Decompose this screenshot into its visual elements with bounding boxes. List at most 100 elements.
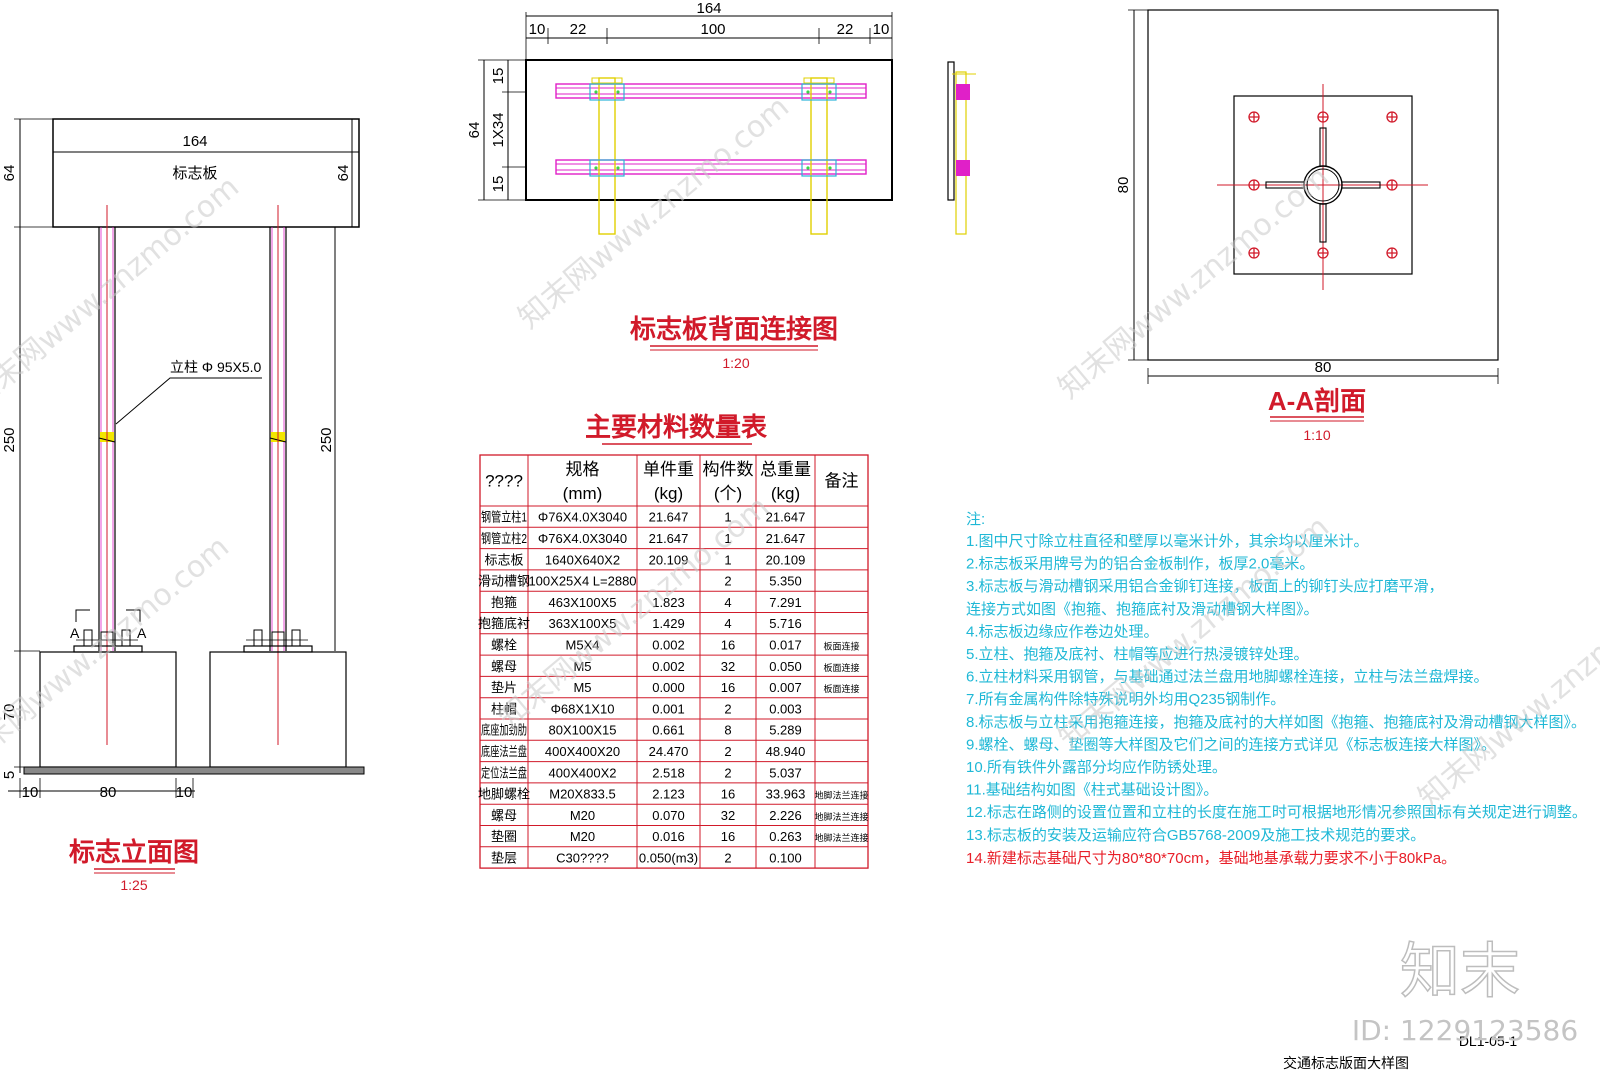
note-item-13: 12.标志在路侧的设置位置和立柱的长度在施工时可根据地形情况参照国标有关规定进行…	[966, 804, 1587, 821]
table-header-4: 总重量(kg)	[760, 460, 811, 503]
dim-section-h: 80	[1115, 177, 1132, 194]
table-cell-r11-c0: 底座法兰盘	[481, 744, 527, 759]
table-cell-r2-c2: 20.109	[649, 552, 689, 567]
table-cell-r1-c2: 21.647	[649, 531, 689, 546]
table-cell-r0-c1: Φ76X4.0X3040	[538, 510, 627, 525]
channel-steel-top	[555, 83, 867, 99]
table-cell-r7-c3: 32	[721, 659, 735, 674]
note-item-2: 2.标志板采用牌号为的铝合金板制作，板厚2.0毫米。	[966, 555, 1314, 573]
table-cell-r7-c5: 板面连接	[823, 662, 859, 673]
table-cell-r2-c1: 1640X640X2	[545, 552, 620, 567]
table-cell-r5-c1: 363X100X5	[549, 616, 617, 631]
table-cell-r1-c1: Φ76X4.0X3040	[538, 531, 627, 546]
back-sign-board	[525, 59, 893, 201]
anchor-bolts	[1248, 111, 1398, 259]
drawing-number: DL1-05-1	[1459, 1033, 1518, 1049]
table-cell-r16-c0: 垫层	[491, 850, 517, 865]
table-cell-r16-c2: 0.050(m3)	[639, 850, 698, 865]
post-label: 立柱 Φ 95X5.0	[170, 359, 262, 375]
table-cell-r15-c5: 地脚法兰连接	[814, 832, 868, 843]
table-cell-r7-c1: M5	[573, 659, 591, 674]
notes-heading: 注:	[966, 511, 985, 528]
table-cell-r3-c3: 2	[724, 574, 731, 589]
table-cell-r0-c3: 1	[724, 510, 731, 525]
channel-steel-bottom	[555, 159, 867, 175]
dim-back-h15b: 15	[490, 176, 507, 193]
section-title: A-A剖面	[1268, 386, 1366, 416]
elevation-view: 标志板 164 64 250 70 5 64 250	[1, 118, 365, 893]
table-cell-r14-c2: 0.070	[652, 808, 685, 823]
post-section	[1303, 165, 1343, 205]
dim-elev-height-right: 64	[335, 165, 352, 182]
watermark-3: 知末网www.znzmo.com	[0, 530, 236, 776]
note-item-11: 10.所有铁件外露部分均应作防锈处理。	[966, 758, 1227, 776]
dim-section-w: 80	[1315, 359, 1332, 376]
table-cell-r14-c4: 2.226	[769, 808, 802, 823]
dim-back-22b: 22	[837, 21, 854, 38]
table-cell-r12-c0: 定位法兰盘	[481, 765, 527, 780]
sign-board	[52, 118, 360, 228]
table-cell-r8-c5: 板面连接	[823, 683, 859, 694]
table-cell-r4-c0: 抱箍	[491, 595, 517, 610]
table-cell-r10-c3: 8	[724, 723, 731, 738]
table-cell-r9-c3: 2	[724, 701, 731, 716]
post-right	[269, 227, 287, 651]
watermark-0: 知末网www.znzmo.com	[0, 170, 246, 416]
table-border	[479, 454, 869, 869]
watermark-6: 知末网www.znzmo.com	[1412, 570, 1600, 816]
note-item-4: 连接方式如图《抱箍、抱箍底衬及滑动槽钢大样图》。	[966, 601, 1319, 618]
table-cell-r16-c4: 0.100	[769, 850, 802, 865]
table-cell-r8-c3: 16	[721, 680, 735, 695]
note-item-14: 13.标志板的安装及运输应符合GB5768-2009及施工技术规范的要求。	[966, 826, 1425, 844]
note-item-12: 11.基础结构如图《柱式基础设计图》。	[966, 782, 1218, 799]
image-id: ID: 1229123586	[1352, 1014, 1578, 1047]
table-cell-r16-c1: C30????	[556, 850, 609, 865]
table-cell-r9-c4: 0.003	[769, 701, 802, 716]
table-cell-r12-c4: 5.037	[769, 765, 802, 780]
dim-elev-base-80: 80	[100, 784, 117, 801]
table-cell-r7-c0: 螺母	[491, 659, 517, 674]
side-view	[947, 61, 976, 235]
base-flange-right	[243, 629, 313, 653]
dim-back-22a: 22	[570, 21, 587, 38]
dim-back-100: 100	[700, 21, 725, 38]
table-cell-r1-c4: 21.647	[766, 531, 806, 546]
watermark-1: 知末网www.znzmo.com	[512, 90, 796, 336]
table-cell-r15-c2: 0.016	[652, 829, 685, 844]
table-cell-r11-c4: 48.940	[766, 744, 806, 759]
dim-elev-width: 164	[182, 133, 207, 150]
note-item-1: 1.图中尺寸除立柱直径和壁厚以毫米计外，其余均以厘米计。	[966, 532, 1369, 550]
dim-elev-base-10b: 10	[176, 784, 193, 801]
table-cell-r6-c4: 0.017	[769, 637, 802, 652]
table-cell-r3-c1: 100X25X4 L=2880	[528, 574, 636, 589]
table-cell-r11-c1: 400X400X20	[545, 744, 620, 759]
dim-back-h15a: 15	[490, 68, 507, 85]
table-title: 主要材料数量表	[585, 412, 768, 442]
dim-back-h1x34: 1X34	[490, 112, 507, 147]
dim-back-10b: 10	[873, 21, 890, 38]
table-cell-r7-c2: 0.002	[652, 659, 685, 674]
dim-elev-post: 250	[1, 427, 18, 452]
table-cell-r12-c2: 2.518	[652, 765, 685, 780]
cushion-layer	[23, 766, 365, 775]
table-cell-r12-c1: 400X400X2	[549, 765, 617, 780]
notes: 注: 1.图中尺寸除立柱直径和壁厚以毫米计外，其余均以厘米计。 2.标志板采用牌号…	[966, 511, 1587, 867]
table-cell-r3-c0: 滑动槽钢	[478, 574, 530, 589]
table-cell-r8-c1: M5	[573, 680, 591, 695]
table-cell-r2-c0: 标志板	[484, 552, 523, 567]
table-cell-r13-c4: 33.963	[766, 787, 806, 802]
foundation-plan	[1147, 9, 1499, 361]
table-cell-r15-c3: 16	[721, 829, 735, 844]
table-cell-r1-c0: 钢管立柱2	[481, 531, 527, 546]
table-cell-r10-c1: 80X100X15	[549, 723, 617, 738]
note-item-5: 4.标志板边缘应作卷边处理。	[966, 622, 1159, 640]
table-cell-r14-c3: 32	[721, 808, 735, 823]
table-cell-r13-c3: 16	[721, 787, 735, 802]
elevation-title: 标志立面图	[69, 837, 199, 867]
back-title: 标志板背面连接图	[630, 314, 838, 344]
table-cell-r6-c5: 板面连接	[823, 640, 859, 651]
table-cell-r13-c5: 地脚法兰连接	[814, 790, 868, 801]
table-cell-r6-c2: 0.002	[652, 637, 685, 652]
section-marker-a-right: A	[137, 625, 147, 641]
